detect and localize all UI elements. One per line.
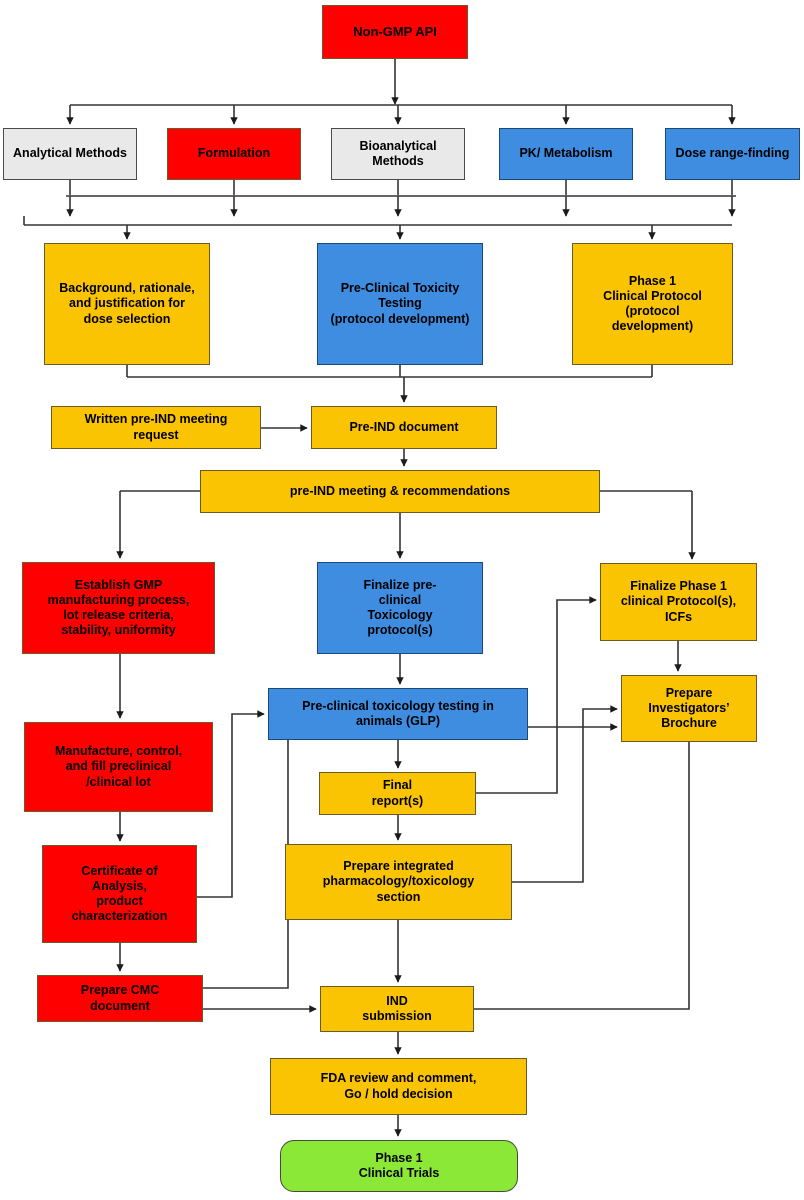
node-label: Non-GMP API [353, 24, 437, 40]
node-preind-document[interactable]: Pre-IND document [311, 406, 497, 449]
node-manufacture-control-fill[interactable]: Manufacture, control,and fill preclinica… [24, 722, 213, 812]
node-label: Background, rationale,and justification … [59, 281, 195, 326]
node-fda-review[interactable]: FDA review and comment,Go / hold decisio… [270, 1058, 527, 1115]
node-pk-metabolism[interactable]: PK/ Metabolism [499, 128, 633, 180]
node-label: Manufacture, control,and fill preclinica… [54, 744, 183, 789]
node-analytical-methods[interactable]: Analytical Methods [3, 128, 137, 180]
node-label: Analytical Methods [13, 146, 127, 161]
node-label: pre-IND meeting & recommendations [289, 483, 511, 498]
node-background-rationale[interactable]: Background, rationale,and justification … [44, 243, 210, 365]
node-label: FDA review and comment,Go / hold decisio… [320, 1071, 477, 1101]
node-label: PK/ Metabolism [519, 146, 613, 161]
node-formulation[interactable]: Formulation [167, 128, 301, 180]
node-label: Formulation [197, 146, 271, 161]
node-label: Pre-IND document [349, 419, 459, 434]
node-preind-meeting[interactable]: pre-IND meeting & recommendations [200, 470, 600, 513]
node-dose-range-finding[interactable]: Dose range-finding [665, 128, 800, 180]
node-non-gmp-api[interactable]: Non-GMP API [322, 5, 468, 59]
node-label: Dose range-finding [675, 146, 790, 161]
